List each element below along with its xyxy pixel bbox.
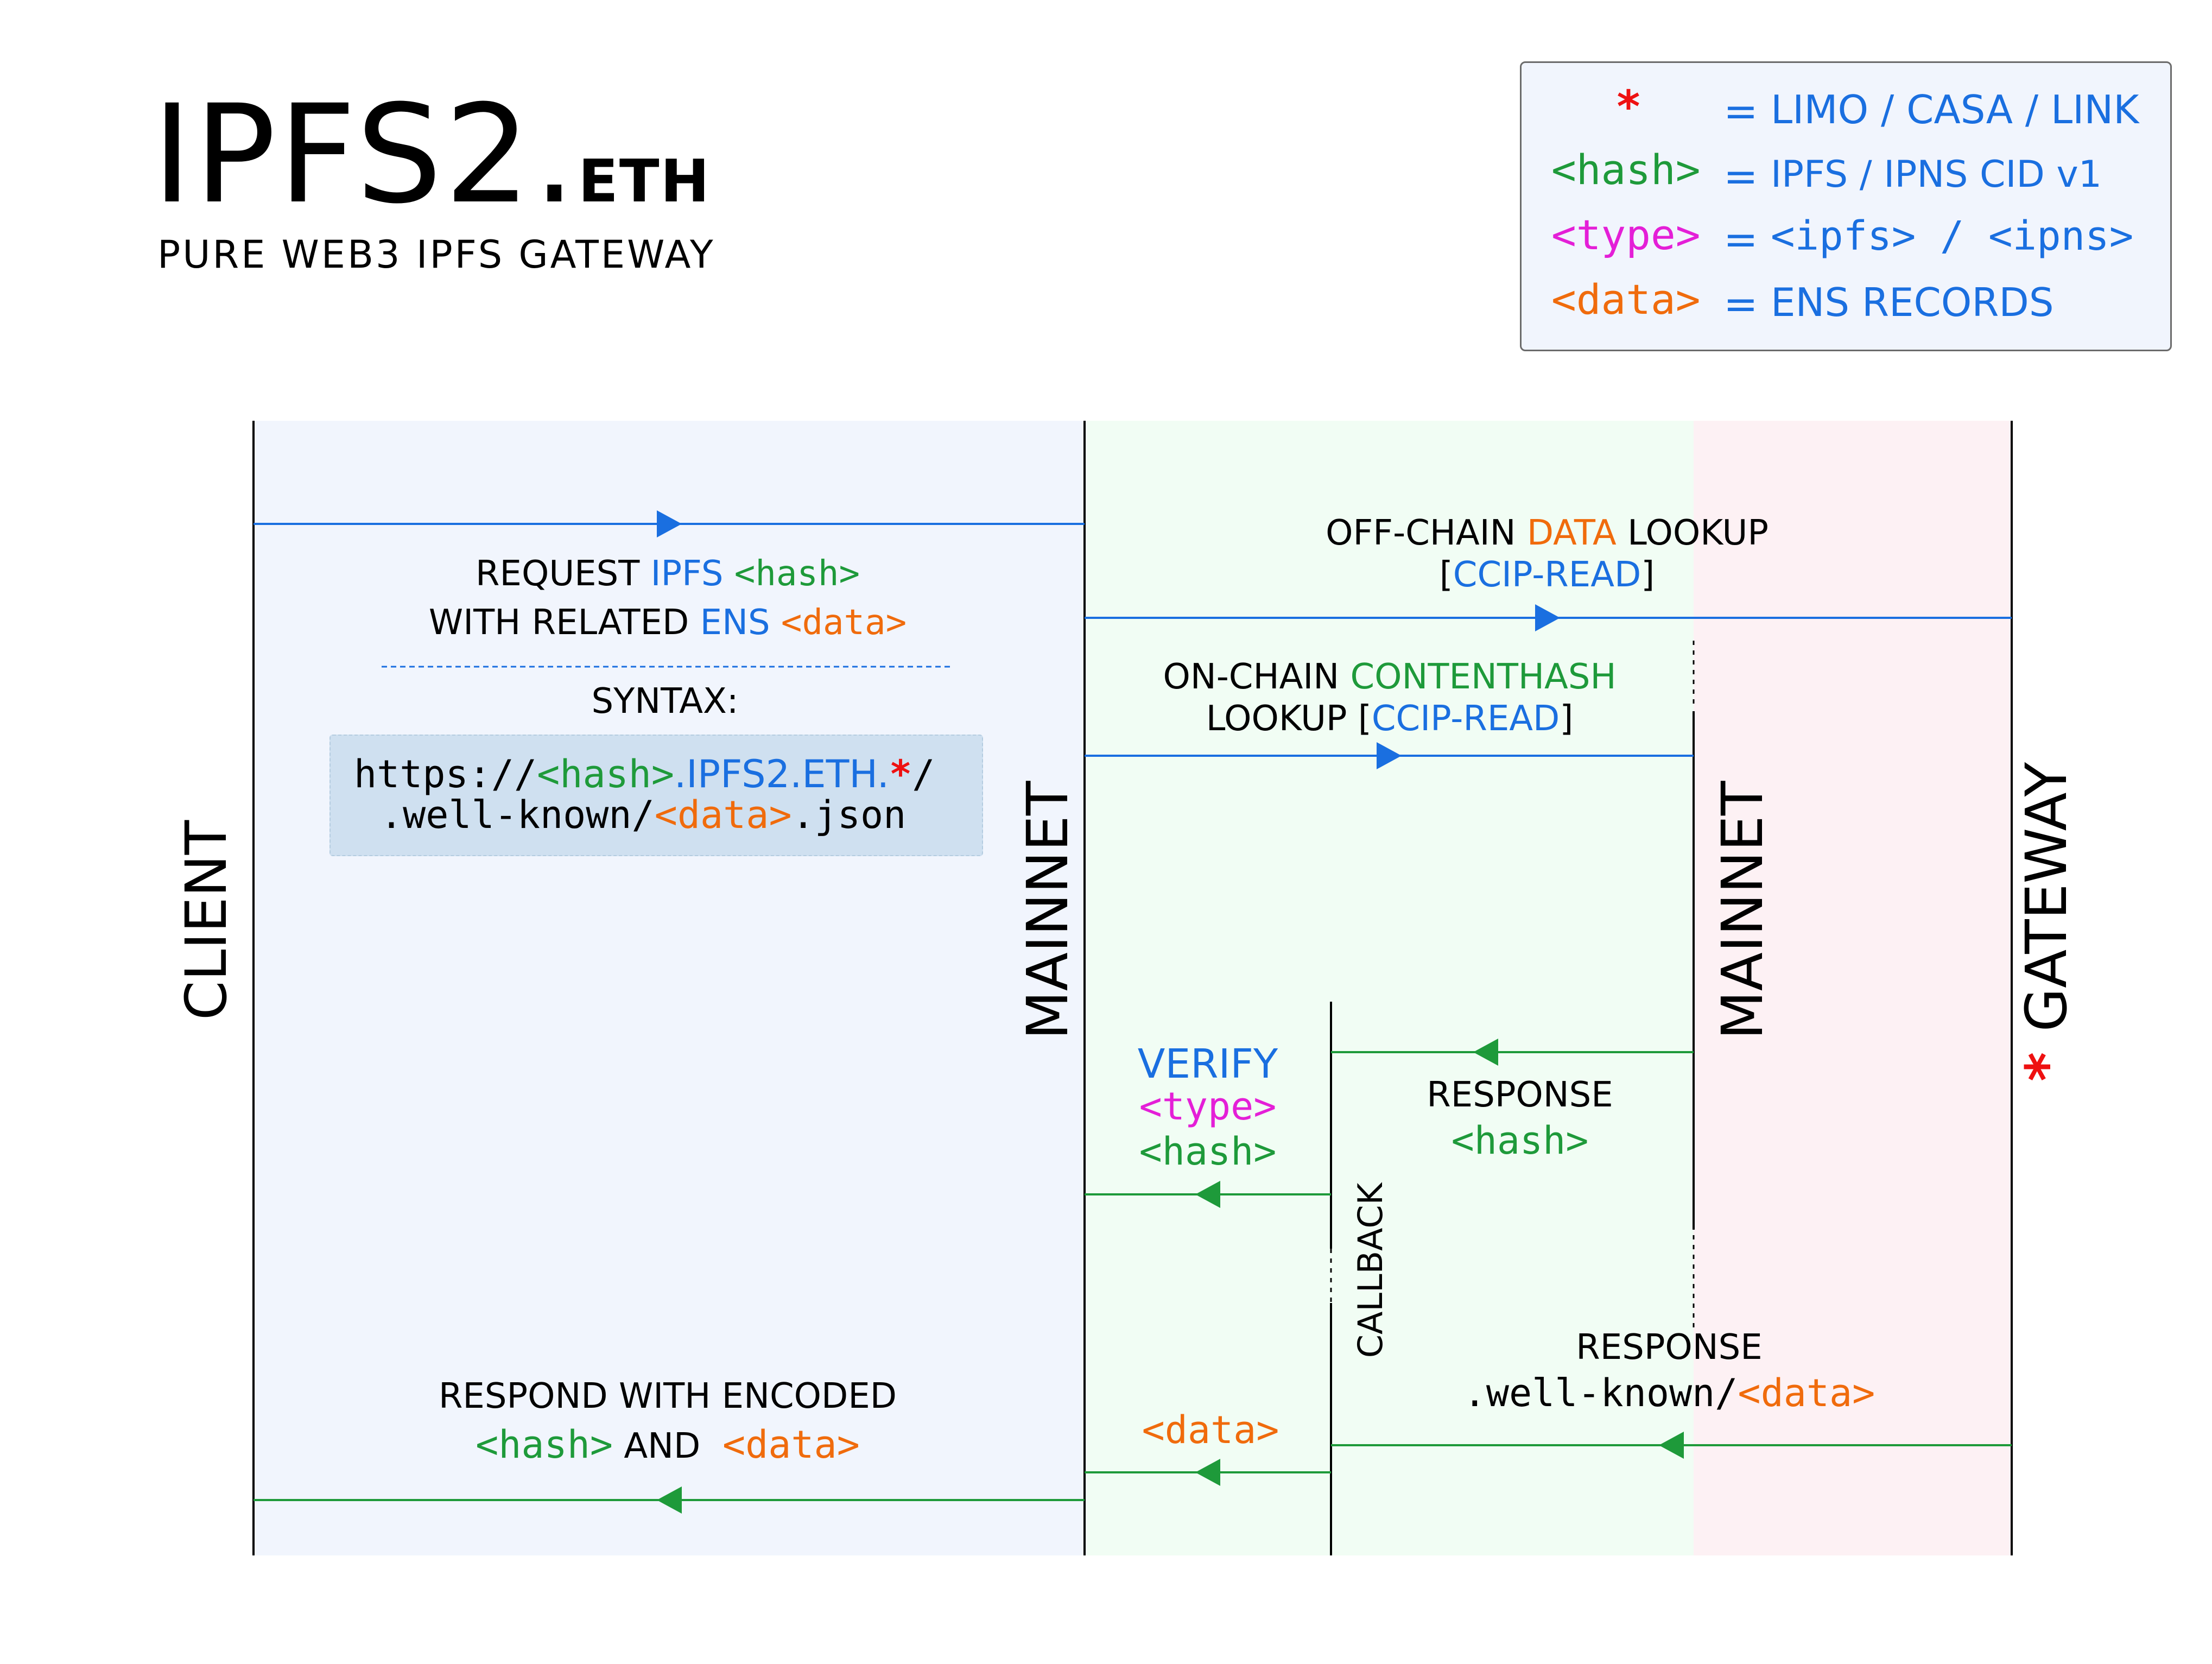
title-suffix: ETH bbox=[578, 148, 711, 216]
gateway-text: GATEWAY bbox=[2013, 762, 2080, 1032]
onchain-lookup: LOOKUP [ bbox=[1206, 699, 1372, 739]
arrow-offchain-head bbox=[1535, 604, 1560, 631]
response-hash-value: <hash> bbox=[1451, 1118, 1589, 1163]
syntax-domain: .IPFS2.ETH. bbox=[674, 752, 890, 796]
gateway-lane bbox=[1694, 421, 2012, 1555]
request-data: <data> bbox=[781, 603, 907, 643]
syntax-scheme: https:// bbox=[354, 752, 537, 796]
legend bbox=[1520, 61, 2172, 351]
legend-value-1: LIMO / CASA / LINK bbox=[1771, 87, 2139, 132]
syntax-label: SYNTAX: bbox=[591, 681, 739, 722]
offchain-line-1: OFF-CHAIN DATA LOOKUP bbox=[1248, 513, 1846, 553]
request-ipfs: IPFS bbox=[650, 554, 724, 594]
onchain-text: ON-CHAIN bbox=[1163, 657, 1351, 697]
response-data-path: .well-known/ bbox=[1463, 1371, 1738, 1415]
gateway-star: * bbox=[2013, 1049, 2080, 1084]
verify-title: VERIFY bbox=[1137, 1041, 1278, 1087]
lane-label-gateway: * GATEWAY bbox=[2013, 749, 2080, 1097]
legend-eq-1: = bbox=[1723, 87, 1758, 135]
offchain-bracket-close: ] bbox=[1641, 555, 1655, 595]
onchain-line-1: ON-CHAIN CONTENTHASH bbox=[1086, 657, 1694, 697]
syntax-slash: / bbox=[912, 752, 935, 796]
lane-label-client: CLIENT bbox=[173, 820, 239, 1021]
lane-label-mainnet-right: MAINNET bbox=[1709, 781, 1776, 1040]
legend-key-star: * bbox=[1615, 81, 1642, 133]
syntax-code-line-1: https://<hash>.IPFS2.ETH.*/ bbox=[354, 752, 935, 796]
offchain-data: DATA bbox=[1526, 513, 1617, 553]
arrow-response-hash-head bbox=[1473, 1039, 1498, 1066]
request-line-1: REQUEST IPFS <hash> bbox=[358, 554, 977, 594]
verify-hash: <hash> bbox=[1139, 1129, 1277, 1174]
arrow-request-head bbox=[657, 510, 682, 537]
client-lane bbox=[253, 421, 1085, 1555]
page-title: IPFS2.ETH bbox=[152, 87, 711, 223]
legend-eq-4: = bbox=[1723, 280, 1758, 328]
arrow-respond-head bbox=[657, 1486, 682, 1514]
response-hash-title: RESPONSE bbox=[1427, 1075, 1613, 1115]
legend-key-type: <type> bbox=[1551, 211, 1701, 259]
data-back-label: <data> bbox=[1142, 1408, 1279, 1452]
offchain-line-2: [CCIP-READ] bbox=[1248, 555, 1846, 595]
offchain-text: OFF-CHAIN bbox=[1326, 513, 1527, 553]
syntax-data: <data> bbox=[654, 793, 792, 837]
arrow-onchain-head bbox=[1377, 742, 1402, 769]
legend-value-4: ENS RECORDS bbox=[1771, 280, 2054, 325]
request-line-2: WITH RELATED ENS <data> bbox=[358, 603, 977, 643]
legend-value-2: IPFS / IPNS CID v1 bbox=[1771, 153, 2102, 196]
respond-line-1: RESPOND WITH ENCODED bbox=[438, 1376, 897, 1416]
verify-type: <type> bbox=[1139, 1084, 1277, 1129]
legend-eq-2: = bbox=[1723, 152, 1758, 200]
legend-key-data: <data> bbox=[1551, 275, 1701, 324]
respond-line-2: <hash> AND <data> bbox=[347, 1422, 988, 1467]
syntax-code-line-2: .well-known/<data>.json bbox=[380, 793, 906, 837]
response-data-line-2: .well-known/<data> bbox=[1411, 1371, 1927, 1415]
respond-data: <data> bbox=[722, 1422, 860, 1467]
offchain-lookup: LOOKUP bbox=[1616, 513, 1769, 553]
legend-value-3: <ipfs> / <ipns> bbox=[1771, 213, 2134, 260]
response-data-data: <data> bbox=[1738, 1371, 1875, 1415]
request-ens: ENS bbox=[700, 603, 770, 643]
mainnet-lane bbox=[1085, 421, 1694, 1555]
response-data-title: RESPONSE bbox=[1576, 1327, 1763, 1368]
page-subtitle: PURE WEB3 IPFS GATEWAY bbox=[157, 232, 715, 277]
lane-label-callback: CALLBACK bbox=[1351, 1182, 1390, 1358]
arrow-response-data-head bbox=[1659, 1432, 1684, 1459]
onchain-line-2: LOOKUP [CCIP-READ] bbox=[1086, 699, 1694, 739]
legend-eq-3: = bbox=[1723, 215, 1758, 263]
respond-hash: <hash> bbox=[476, 1422, 613, 1467]
syntax-star: * bbox=[889, 752, 912, 796]
arrow-data-back-head bbox=[1195, 1459, 1220, 1486]
syntax-hash: <hash> bbox=[537, 752, 675, 796]
onchain-bracket-close: ] bbox=[1560, 699, 1574, 739]
title-main: IPFS2. bbox=[152, 75, 579, 233]
request-hash: <hash> bbox=[734, 554, 860, 594]
offchain-bracket-open: [ bbox=[1439, 555, 1453, 595]
request-related-text: WITH RELATED bbox=[428, 603, 700, 643]
onchain-ccip: CCIP-READ bbox=[1371, 699, 1560, 739]
lane-label-mainnet-left: MAINNET bbox=[1015, 781, 1081, 1040]
arrow-verify-head bbox=[1195, 1181, 1220, 1208]
legend-key-hash: <hash> bbox=[1551, 145, 1701, 194]
offchain-ccip: CCIP-READ bbox=[1453, 555, 1641, 595]
respond-and: AND bbox=[613, 1426, 712, 1466]
syntax-path: .well-known/ bbox=[380, 793, 655, 837]
syntax-code-box bbox=[329, 735, 983, 856]
syntax-ext: .json bbox=[791, 793, 907, 837]
request-text: REQUEST bbox=[476, 554, 651, 594]
onchain-contenthash: CONTENTHASH bbox=[1350, 657, 1617, 697]
